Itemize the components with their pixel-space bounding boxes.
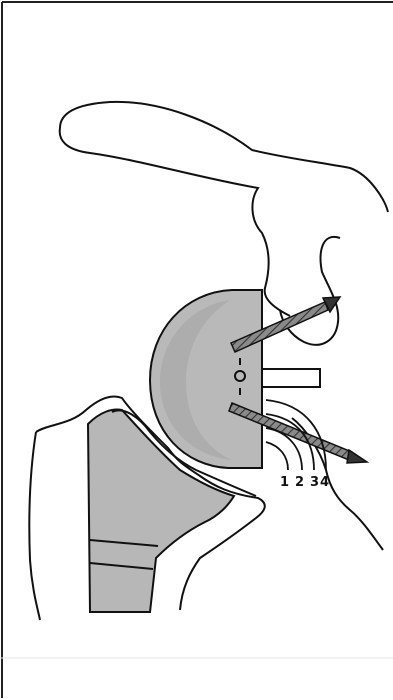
coracoid-outline xyxy=(280,237,340,345)
zone-label-2: 2 xyxy=(295,475,304,490)
central-peg xyxy=(262,369,320,387)
acromion-outline xyxy=(60,102,388,316)
zone-label-4: 4 xyxy=(320,475,329,490)
zone-label-1: 1 xyxy=(280,475,289,490)
zone-label-3: 3 xyxy=(310,475,319,490)
